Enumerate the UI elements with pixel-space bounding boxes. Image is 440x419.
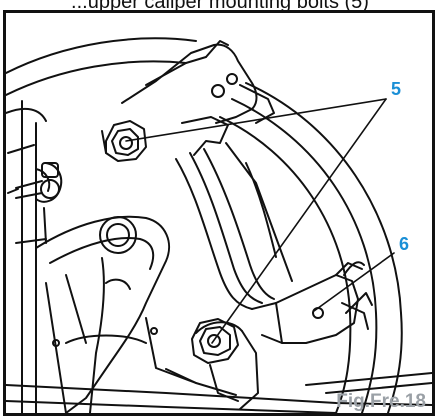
figure-number-label: Fig.Fre.18 bbox=[336, 391, 426, 412]
callout-label-6: 6 bbox=[399, 234, 410, 254]
leader-lines bbox=[125, 98, 395, 344]
lower-mounting-bolt bbox=[191, 318, 239, 402]
top-caption-text: ...upper caliper mounting bolts (5) bbox=[71, 0, 369, 13]
leader-line-5-lower bbox=[211, 98, 387, 344]
leader-line-6 bbox=[313, 252, 395, 312]
caliper-bracket bbox=[15, 215, 197, 413]
lower-rails bbox=[6, 372, 432, 413]
brake-pad-assembly bbox=[121, 40, 369, 410]
figure-frame: 5 6 Fig.Fre.18 bbox=[3, 10, 435, 416]
brake-caliper-drawing bbox=[6, 37, 432, 413]
pad-retaining-spring bbox=[343, 261, 373, 314]
leader-line-5-upper bbox=[125, 98, 387, 142]
wheel-hub bbox=[6, 100, 63, 413]
upper-mounting-bolt bbox=[101, 120, 147, 162]
callout-label-5: 5 bbox=[391, 79, 402, 99]
